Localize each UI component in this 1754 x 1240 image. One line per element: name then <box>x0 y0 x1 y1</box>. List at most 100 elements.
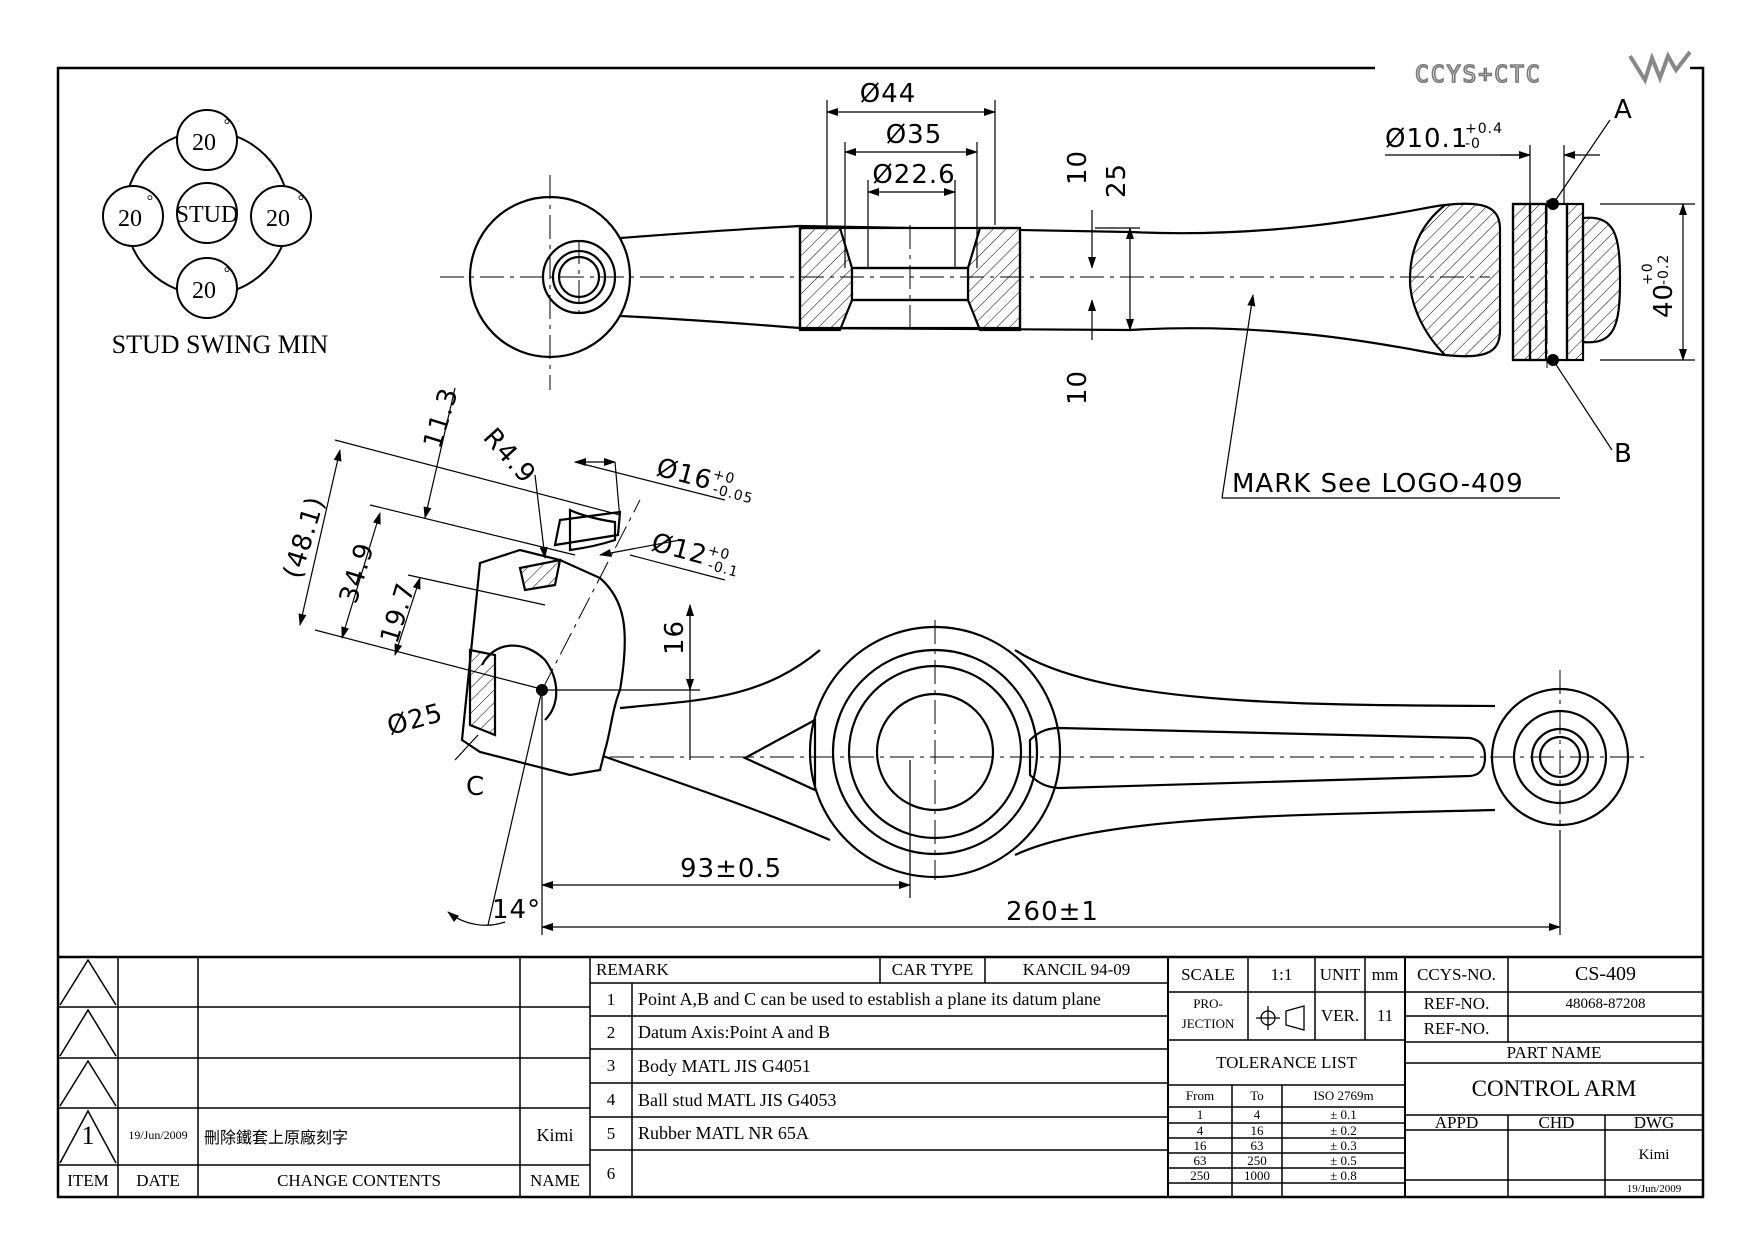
remark-no: 3 <box>606 1056 616 1075</box>
logo-text: CCYS+CTC <box>1415 62 1542 88</box>
angle-left: 20 <box>118 206 142 232</box>
dim-v10-bottom: 10 <box>1063 370 1093 405</box>
tolerance-header-to: To <box>1250 1088 1264 1103</box>
rev-name: Kimi <box>536 1125 574 1145</box>
side-view-dimension-lines <box>298 387 1561 935</box>
scale-value: 1:1 <box>1270 964 1293 984</box>
header-item: ITEM <box>67 1171 109 1190</box>
angle-right: 20 <box>266 206 290 232</box>
dim-v16: 16 <box>660 620 690 655</box>
remark-text: Body MATL JIS G4051 <box>638 1055 811 1076</box>
datum-points-ab <box>1547 198 1559 366</box>
ref-no-value-2 <box>1508 1016 1703 1042</box>
dim-h11: 11.3 <box>418 384 465 452</box>
tolerance-to: 1000 <box>1244 1167 1270 1183</box>
dim-d12: Ø12 <box>648 528 710 572</box>
remark-no: 5 <box>606 1123 616 1143</box>
dim-d12-tol-up: +0 <box>706 542 732 563</box>
scale-label: SCALE <box>1181 964 1235 984</box>
point-a-label: A <box>1614 95 1633 125</box>
title-block: 1 19/Jun/2009 刪除鐵套上原廠刻字 Kimi ITEM DATE C… <box>58 957 1703 1197</box>
dim-w40-tol-dn: -0.2 <box>1656 254 1672 285</box>
projection-label-2: JECTION <box>1181 1016 1235 1031</box>
top-view-dimension-lines <box>826 100 1695 499</box>
drawing-date: 19/Jun/2009 <box>1626 1182 1682 1195</box>
tolerance-header-iso: ISO 2769m <box>1313 1088 1374 1103</box>
stud-swing-labels: STUD 20 20 20 20 ° ° ° ° STUD SWING MIN <box>112 117 329 359</box>
unit-value: mm <box>1371 964 1399 984</box>
ref-no-label-2: REF-NO. <box>1423 1019 1490 1038</box>
rev-change: 刪除鐵套上原廠刻字 <box>204 1127 349 1147</box>
projection-label: PRO- <box>1193 996 1223 1011</box>
degree-top: ° <box>224 117 230 134</box>
header-change-contents: CHANGE CONTENTS <box>277 1171 441 1190</box>
ref-no-label: REF-NO. <box>1423 994 1490 1013</box>
title-block-grid <box>58 955 1703 1197</box>
remark-text: Rubber MATL NR 65A <box>638 1123 809 1143</box>
dim-d10-tol-dn: -0 <box>1465 136 1481 152</box>
projection-symbol-icon <box>1256 1005 1305 1031</box>
tolerance-title: TOLERANCE LIST <box>1216 1052 1357 1072</box>
dim-d44: Ø44 <box>860 79 917 109</box>
dim-h19: 19.7 <box>375 579 422 647</box>
chd-label: CHD <box>1538 1112 1575 1132</box>
ccys-no-label: CCYS-NO. <box>1417 964 1496 984</box>
dim-d22: Ø22.6 <box>872 160 955 190</box>
tolerance-value: ± 0.8 <box>1330 1167 1357 1183</box>
degree-left: ° <box>147 193 153 210</box>
tolerance-to: 16 <box>1250 1122 1264 1138</box>
tolerance-from: 1 <box>1196 1107 1204 1122</box>
angle-bottom: 20 <box>192 278 216 304</box>
dim-d10: Ø10.1 <box>1385 124 1468 154</box>
ccys-no-value: CS-409 <box>1574 963 1637 985</box>
degree-right: ° <box>298 193 304 210</box>
tolerance-from: 16 <box>1193 1137 1207 1153</box>
rev-date: 19/Jun/2009 <box>128 1128 188 1142</box>
dim-len93: 93±0.5 <box>680 854 782 884</box>
remark-header: REMARK <box>596 960 669 979</box>
dim-d16-tol-dn: -0.05 <box>711 481 755 507</box>
tolerance-from: 250 <box>1190 1167 1210 1183</box>
stud-label: STUD <box>176 202 239 228</box>
part-name-label: PART NAME <box>1506 1042 1602 1062</box>
dim-h34: 34.9 <box>334 539 381 607</box>
dim-d25: Ø25 <box>384 698 446 742</box>
part-name-value: CONTROL ARM <box>1471 1076 1637 1101</box>
dim-angle14: 14° <box>492 895 541 925</box>
dim-d35: Ø35 <box>886 120 943 150</box>
car-type-label: CAR TYPE <box>891 960 974 979</box>
tolerance-value: ± 0.5 <box>1330 1152 1357 1168</box>
remark-text: Ball stud MATL JIS G4053 <box>638 1089 837 1110</box>
mark-note: MARK See LOGO-409 <box>1232 469 1524 499</box>
datum-point-c <box>536 684 548 696</box>
remark-text: Point A,B and C can be used to establish… <box>638 989 1101 1009</box>
version-label: VER. <box>1320 1006 1360 1025</box>
dim-d16: Ø16 <box>653 453 715 497</box>
remark-no: 4 <box>606 1090 616 1109</box>
top-view-centerlines <box>440 175 1548 390</box>
remark-no: 6 <box>606 1163 616 1183</box>
dim-d10-tol-up: +0.4 <box>1465 121 1503 137</box>
dim-w40-tol-up: +0 <box>1640 262 1656 285</box>
top-view <box>468 195 1622 362</box>
dim-v25: 25 <box>1102 163 1132 198</box>
rev-number: 1 <box>81 1120 95 1150</box>
dim-w40: 40 <box>1649 283 1679 318</box>
remark-no: 2 <box>606 1022 616 1042</box>
drawer-name: Kimi <box>1638 1146 1670 1163</box>
dim-h48: (48.1) <box>278 493 331 582</box>
point-c-label: C <box>466 772 485 802</box>
point-b-label: B <box>1614 439 1633 469</box>
top-view-dimension-text: Ø44 Ø35 Ø22.6 10 25 10 Ø10.1 +0.4 -0 40 … <box>860 79 1679 499</box>
ref-no-value: 48068-87208 <box>1565 995 1646 1012</box>
tolerance-value: ± 0.2 <box>1330 1122 1357 1138</box>
stud-swing-caption: STUD SWING MIN <box>112 330 329 359</box>
dim-d16-tol-up: +0 <box>711 466 737 487</box>
tolerance-to: 4 <box>1253 1107 1261 1122</box>
remark-text: Datum Axis:Point A and B <box>638 1022 831 1042</box>
tolerance-from: 63 <box>1193 1152 1207 1168</box>
dim-d12-tol-dn: -0.1 <box>706 557 740 581</box>
car-type-value: KANCIL 94-09 <box>1022 960 1131 979</box>
side-view <box>460 508 1630 879</box>
header-name: NAME <box>529 1171 581 1190</box>
